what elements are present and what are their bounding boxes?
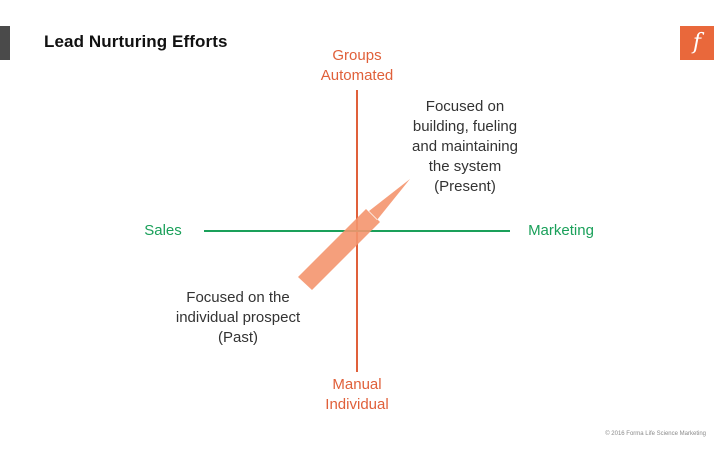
present-note: Focused on building, fueling and maintai… (392, 97, 538, 197)
horizontal-axis-left-label: Sales (144, 222, 182, 239)
top-label-line-1: Groups (332, 47, 382, 64)
vertical-axis-top-label: Groups Automated (298, 46, 416, 86)
present-note-line: and maintaining (412, 138, 518, 155)
top-label-line-2: Automated (320, 67, 394, 84)
slide-edge-tab (0, 26, 10, 60)
past-note-line: (Past) (217, 329, 258, 346)
slide-title: Lead Nurturing Efforts (44, 32, 228, 51)
present-note-line: (Present) (434, 178, 496, 195)
past-note: Focused on the individual prospect (Past… (164, 288, 312, 348)
forma-logo-icon: f (680, 26, 714, 60)
past-note-line: Focused on the (186, 289, 290, 306)
bottom-label-line-2: Individual (325, 396, 389, 413)
past-note-line: individual prospect (175, 309, 301, 326)
bottom-label-line-1: Manual (332, 376, 382, 393)
horizontal-axis-right-label: Marketing (528, 222, 594, 239)
present-note-line: Focused on (425, 98, 505, 115)
present-note-line: building, fueling (412, 118, 518, 135)
present-note-line: the system (428, 158, 502, 175)
copyright-footer: © 2016 Forma Life Science Marketing (605, 431, 706, 437)
vertical-axis-bottom-label: Manual Individual (298, 375, 416, 415)
progress-arrow-icon (298, 179, 410, 290)
